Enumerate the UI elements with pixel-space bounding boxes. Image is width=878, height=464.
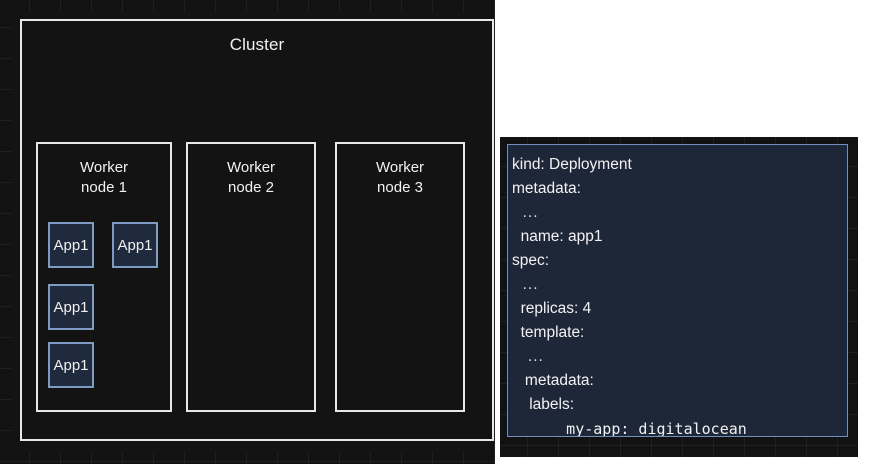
worker-node-2-label-line1: Worker bbox=[226, 159, 276, 176]
worker-node-1-label-line2: node 1 bbox=[81, 179, 127, 196]
worker-node-3-label-line2: node 3 bbox=[377, 179, 423, 196]
yaml-line-6: ... bbox=[512, 276, 539, 293]
yaml-line-2: metadata: bbox=[512, 180, 581, 197]
cluster-box[interactable]: Cluster Worker node 1 App1 App1 App1 App… bbox=[20, 19, 494, 441]
yaml-line-1: kind: Deployment bbox=[512, 156, 632, 173]
yaml-line-8: template: bbox=[512, 324, 585, 341]
worker-node-2-label: Worker node 2 bbox=[188, 158, 314, 198]
worker-node-3[interactable]: Worker node 3 bbox=[335, 142, 465, 412]
yaml-code-block[interactable]: kind: Deployment metadata: ... name: app1… bbox=[507, 144, 848, 437]
app-pod-1[interactable]: App1 bbox=[48, 222, 94, 268]
cluster-diagram-panel: Cluster Worker node 1 App1 App1 App1 App… bbox=[0, 0, 495, 464]
app-pod-4[interactable]: App1 bbox=[48, 342, 94, 388]
yaml-line-10: metadata: bbox=[512, 372, 594, 389]
yaml-line-9: ... bbox=[512, 348, 544, 365]
yaml-line-3: ... bbox=[512, 204, 539, 221]
worker-node-1-label: Worker node 1 bbox=[38, 158, 170, 198]
yaml-line-7: replicas: 4 bbox=[512, 300, 592, 317]
app-pod-2[interactable]: App1 bbox=[112, 222, 158, 268]
yaml-line-4: name: app1 bbox=[512, 228, 603, 245]
worker-node-3-label: Worker node 3 bbox=[337, 158, 463, 198]
yaml-line-5: spec: bbox=[512, 252, 550, 269]
yaml-line-12: my-app: digitalocean bbox=[512, 420, 747, 437]
worker-node-1[interactable]: Worker node 1 App1 App1 App1 App1 bbox=[36, 142, 172, 412]
cluster-title: Cluster bbox=[229, 35, 285, 54]
worker-node-3-label-line1: Worker bbox=[375, 159, 425, 176]
yaml-line-11: labels: bbox=[512, 396, 575, 413]
worker-node-1-label-line1: Worker bbox=[79, 159, 129, 176]
worker-node-2-label-line2: node 2 bbox=[228, 179, 274, 196]
app-pod-3[interactable]: App1 bbox=[48, 284, 94, 330]
yaml-snippet-panel: kind: Deployment metadata: ... name: app1… bbox=[500, 137, 858, 457]
worker-node-2[interactable]: Worker node 2 bbox=[186, 142, 316, 412]
